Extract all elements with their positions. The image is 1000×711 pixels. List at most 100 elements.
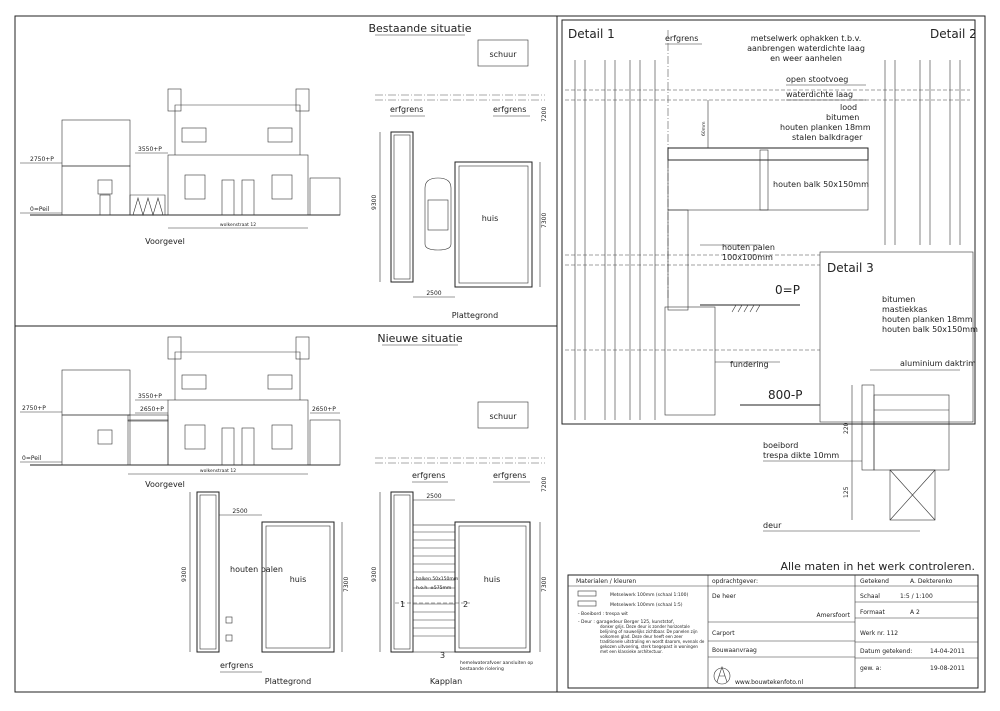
boeiboard-2: trespa dikte 10mm [763, 451, 839, 460]
drawn-by-label: Getekend [860, 578, 889, 585]
revision-date: 19-08-2011 [930, 665, 965, 672]
website: www.bouwtekenfoto.nl [735, 679, 803, 686]
new-plan-dim-9300: 9300 [181, 567, 188, 582]
new-plan-dim-2500: 2500 [232, 508, 247, 515]
new-boundary-right: erfgrens [493, 471, 526, 480]
existing-front-label: Voorgevel [145, 237, 185, 246]
d3-bitumen: bitumen [882, 295, 915, 304]
title-block: Materialen / kleuren Metselwerk 100mm (s… [567, 574, 979, 689]
client-name: De heer [712, 593, 736, 600]
new-shed: schuur [489, 412, 517, 421]
sheet-border [14, 15, 986, 693]
new-kap-dim-9300: 9300 [371, 567, 378, 582]
posts-2: 100x100mm [722, 253, 773, 262]
project-name: Carport [712, 630, 735, 637]
detail-1-label: Detail 1 [568, 27, 615, 41]
scale-label: Schaal [860, 593, 880, 600]
section-mark-2: 2 [463, 600, 468, 609]
new-kap-house: huis [484, 575, 501, 584]
detail-3-label: Detail 3 [827, 261, 874, 275]
date-value: 14-04-2011 [930, 648, 965, 655]
scale-value: 1:5 / 1:100 [900, 593, 933, 600]
dim-125: 125 [843, 486, 850, 498]
new-level-2650-right: 2650+P [312, 406, 336, 413]
existing-dim-7300: 7300 [541, 213, 548, 228]
deur-label: deur [763, 521, 782, 530]
existing-title: Bestaande situatie [368, 22, 471, 35]
existing-front-elevation: 2750+P 3550+P 0=Peil wolkenstraat 12 Voo… [20, 88, 341, 246]
drain-note-1: hemelwaterafvoer aansluiten op [460, 660, 533, 666]
new-level-2650-left: 2650+P [140, 406, 164, 413]
new-level-peil: 0=Peil [22, 455, 42, 462]
material-3: - Boeibord : trespa wit [578, 611, 628, 617]
new-plan-house: huis [290, 575, 307, 584]
bitumen: bitumen [826, 113, 859, 122]
check-dimensions-note: Alle maten in het werk controleren. [780, 560, 975, 573]
material-4: - Deur : garagedeur Berger 125, kunststo… [578, 619, 674, 625]
existing-plan-label: Plattegrond [452, 311, 498, 320]
detail-note-2: aanbrengen waterdichte laag [747, 44, 865, 53]
material-note: donker grijs. Deze deur is zonder horizo… [600, 624, 705, 654]
new-front-elevation: 2750+P 3550+P 2650+P 2650+P 0=Peil wolke… [20, 336, 341, 489]
details-panel: Detail 1 Detail 2 erfgrens metselwerk op… [561, 19, 978, 573]
new-posts-1: houten palen [230, 565, 283, 574]
minus-level: 800-P [768, 388, 802, 402]
posts-1: houten palen [722, 243, 775, 252]
new-street: wolkenstraat 12 [200, 468, 236, 474]
dim-220: 220 [843, 422, 850, 434]
client-label: opdrachtgever: [712, 578, 758, 585]
section-mark-3: 3 [440, 651, 445, 660]
detail-note-1: metselwerk ophakken t.b.v. [751, 34, 862, 43]
lood: lood [840, 103, 857, 112]
work-number: Werk nr. 112 [860, 630, 898, 637]
logo-icon [716, 666, 728, 683]
existing-level-3550: 3550+P [138, 146, 162, 153]
new-boundary-left: erfgrens [412, 471, 445, 480]
section-mark-1: 1 [400, 600, 405, 609]
existing-dim-7200: 7200 [541, 107, 548, 122]
drawn-by: A. Dekterenko [910, 578, 953, 585]
new-kap-dim-7200: 7200 [541, 477, 548, 492]
new-plan-boundary: erfgrens [220, 661, 253, 670]
new-front-label: Voorgevel [145, 480, 185, 489]
existing-situation: Bestaande situatie [20, 22, 548, 320]
new-title: Nieuwe situatie [377, 332, 462, 345]
detail-beam: houten balk 50x150mm [773, 180, 869, 189]
d3-beam: houten balk 50x150mm [882, 325, 978, 334]
existing-boundary-right: erfgrens [493, 105, 526, 114]
detail-note-3: en weer aanhelen [770, 54, 842, 63]
open-joint: open stootvoeg [786, 75, 848, 84]
new-level-3550: 3550+P [138, 393, 162, 400]
existing-level-2750: 2750+P [30, 156, 54, 163]
existing-shed: schuur [489, 50, 517, 59]
boeiboard-1: boeibord [763, 441, 798, 450]
materials-header: Materialen / kleuren [576, 578, 636, 585]
new-floor-plan: huis houten palen 2500 9300 7300 erfgren… [181, 491, 350, 686]
format-label: Formaat [860, 609, 885, 616]
existing-dim-9300: 9300 [371, 195, 378, 210]
kapplan-label: Kapplan [430, 677, 462, 686]
detail-2-label: Detail 2 [930, 27, 977, 41]
detail-boundary: erfgrens [665, 34, 698, 43]
new-roof-plan: schuur erfgrens erfgrens huis balken [371, 401, 548, 686]
zero-level: 0=P [775, 283, 800, 297]
alu-trim: aluminium daktrim [900, 359, 976, 368]
d3-mastiek: mastiekkas [882, 305, 927, 314]
new-plan-label: Plattegrond [265, 677, 311, 686]
beam-note-1: balken 50x150mm [416, 576, 458, 582]
foundation: fundering [730, 360, 769, 369]
existing-dim-2500: 2500 [426, 290, 441, 297]
new-level-2750: 2750+P [22, 405, 46, 412]
new-situation: Nieuwe situatie 2750+P 3550+P [20, 332, 548, 686]
existing-level-peil: 0=Peil [30, 206, 50, 213]
new-kap-dim-7300: 7300 [541, 577, 548, 592]
format-value: A 2 [910, 609, 920, 616]
revision-label: gew. a: [860, 665, 881, 672]
material-2: Metselwerk 100mm (schaal 1:5) [610, 602, 683, 608]
detail-dim-60: 60mm [701, 122, 707, 137]
application-type: Bouwaanvraag [712, 647, 757, 654]
client-city: Amersfoort [816, 612, 850, 619]
beam-note-2: h.o.h. ±575mm [416, 585, 451, 591]
existing-boundary-left: erfgrens [390, 105, 423, 114]
